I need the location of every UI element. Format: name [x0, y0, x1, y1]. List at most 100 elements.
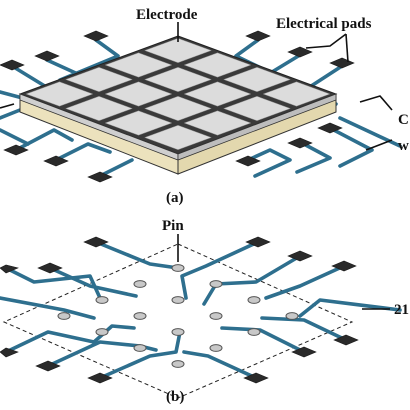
pin	[209, 344, 223, 352]
wire	[48, 266, 138, 298]
electrode-tile	[104, 110, 173, 136]
electrode-tile	[104, 52, 173, 78]
wire	[202, 254, 302, 306]
wire	[180, 240, 260, 300]
panel-b: Pin 21 (b)	[0, 218, 409, 405]
wire	[298, 298, 402, 318]
electrical-pad	[243, 372, 269, 384]
electrical-pad	[287, 250, 313, 262]
electrical-pad	[235, 155, 261, 167]
electrical-pad	[0, 264, 19, 274]
wire	[338, 116, 402, 148]
panel-b-caption: (b)	[166, 389, 184, 405]
pin	[247, 296, 261, 304]
electrical-pad	[245, 30, 271, 42]
wire	[246, 148, 292, 178]
electrode-tile	[183, 110, 252, 136]
pads-arrow-left	[305, 33, 347, 49]
electrical-pad	[331, 260, 357, 272]
footprint-outline	[2, 243, 354, 399]
electrical-pad	[87, 171, 113, 183]
right-cut-label: 21	[394, 302, 409, 318]
electrode-tile	[183, 81, 252, 107]
electrode-tile	[65, 96, 133, 121]
pin	[209, 280, 223, 288]
pin	[171, 360, 185, 368]
wire	[4, 324, 136, 354]
panel-b-pads	[0, 236, 359, 384]
pin	[285, 312, 299, 320]
panel-a: Electrode Electrical pads C w (a)	[0, 7, 409, 206]
pin	[95, 328, 109, 336]
wire	[295, 140, 332, 174]
electrical-pad	[287, 46, 313, 58]
panel-a-wires	[0, 38, 402, 178]
electrical-pads-label: Electrical pads	[276, 16, 372, 32]
electrical-pad	[34, 50, 60, 62]
electrode-tile	[183, 52, 252, 78]
pin	[171, 328, 185, 336]
electrode-tile	[223, 96, 291, 121]
electrical-pad	[35, 360, 61, 372]
wire	[54, 142, 112, 162]
electrode-tile	[262, 81, 331, 107]
electrode-tile	[65, 67, 133, 92]
right-cut-label-top: C	[398, 112, 409, 128]
wire	[14, 128, 74, 152]
electrode-tile	[25, 81, 94, 107]
wire	[46, 340, 158, 368]
electrode-tile	[144, 125, 212, 150]
electrical-pad	[37, 262, 63, 274]
panel-b-pins	[57, 264, 299, 368]
electrical-pad	[287, 137, 313, 149]
pin	[171, 264, 185, 272]
wire	[220, 326, 306, 354]
electrical-pad	[0, 59, 25, 71]
pads-arrow-right	[345, 33, 349, 63]
pin	[133, 280, 147, 288]
electrode-tiles	[25, 38, 331, 150]
electrode-tile	[144, 67, 212, 92]
pin	[95, 296, 109, 304]
electrode-layer-right	[177, 93, 337, 161]
electrode-tile	[144, 38, 212, 63]
pin	[133, 312, 147, 320]
wire	[328, 126, 374, 168]
pin	[209, 312, 223, 320]
electrical-pad	[87, 372, 113, 384]
wire	[94, 240, 180, 270]
side-arrow-bottom	[365, 139, 393, 151]
wire	[45, 58, 82, 77]
electrical-pad	[329, 57, 355, 69]
pin	[247, 328, 261, 336]
electrode-tile	[104, 81, 173, 107]
wire	[0, 128, 30, 146]
panel-b-wires	[0, 240, 402, 380]
pin	[133, 344, 147, 352]
wire	[98, 330, 182, 380]
electrode-tile	[223, 67, 291, 92]
wire	[260, 316, 348, 342]
wire	[0, 108, 22, 120]
electrical-pad	[43, 155, 69, 167]
electrical-pad	[291, 346, 317, 358]
side-arrow-top	[359, 95, 393, 111]
electrical-pad	[83, 236, 109, 248]
electrical-pad	[3, 144, 29, 156]
electrical-pad	[317, 122, 343, 134]
wire	[264, 264, 346, 300]
electrode-block	[18, 35, 338, 175]
right-cut-label-bottom: w	[398, 138, 409, 154]
pin	[57, 312, 71, 320]
panel-a-caption: (a)	[166, 190, 184, 206]
wire	[98, 158, 134, 178]
wire	[182, 350, 258, 380]
electrical-pad	[245, 236, 271, 248]
pin-label: Pin	[162, 218, 184, 234]
wire	[0, 296, 96, 320]
left-arrow	[0, 103, 15, 109]
electrical-pad	[83, 30, 109, 42]
electrical-pad	[333, 334, 359, 346]
pin	[171, 296, 185, 304]
